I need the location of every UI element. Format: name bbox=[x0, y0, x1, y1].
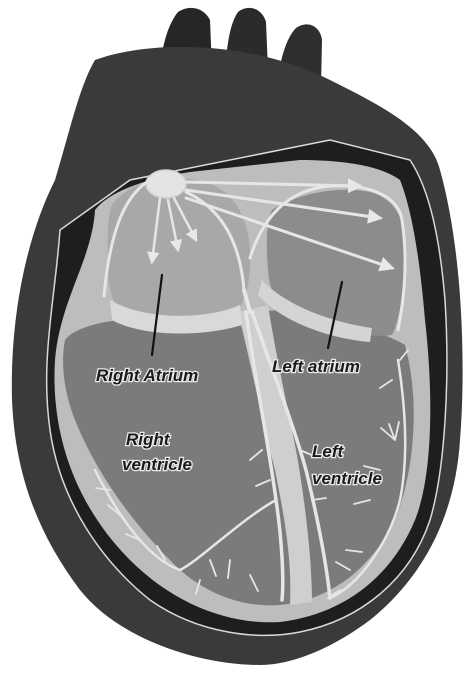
sa-node bbox=[146, 170, 186, 198]
label-left-atrium: Left atrium bbox=[272, 357, 360, 376]
label-right-ventricle-line2: ventricle bbox=[122, 455, 192, 474]
label-right-ventricle-line1: Right bbox=[126, 430, 171, 449]
label-right-atrium: Right Atrium bbox=[96, 366, 198, 385]
label-left-ventricle-line1: Left bbox=[312, 442, 345, 461]
label-left-ventricle-line2: ventricle bbox=[312, 469, 382, 488]
